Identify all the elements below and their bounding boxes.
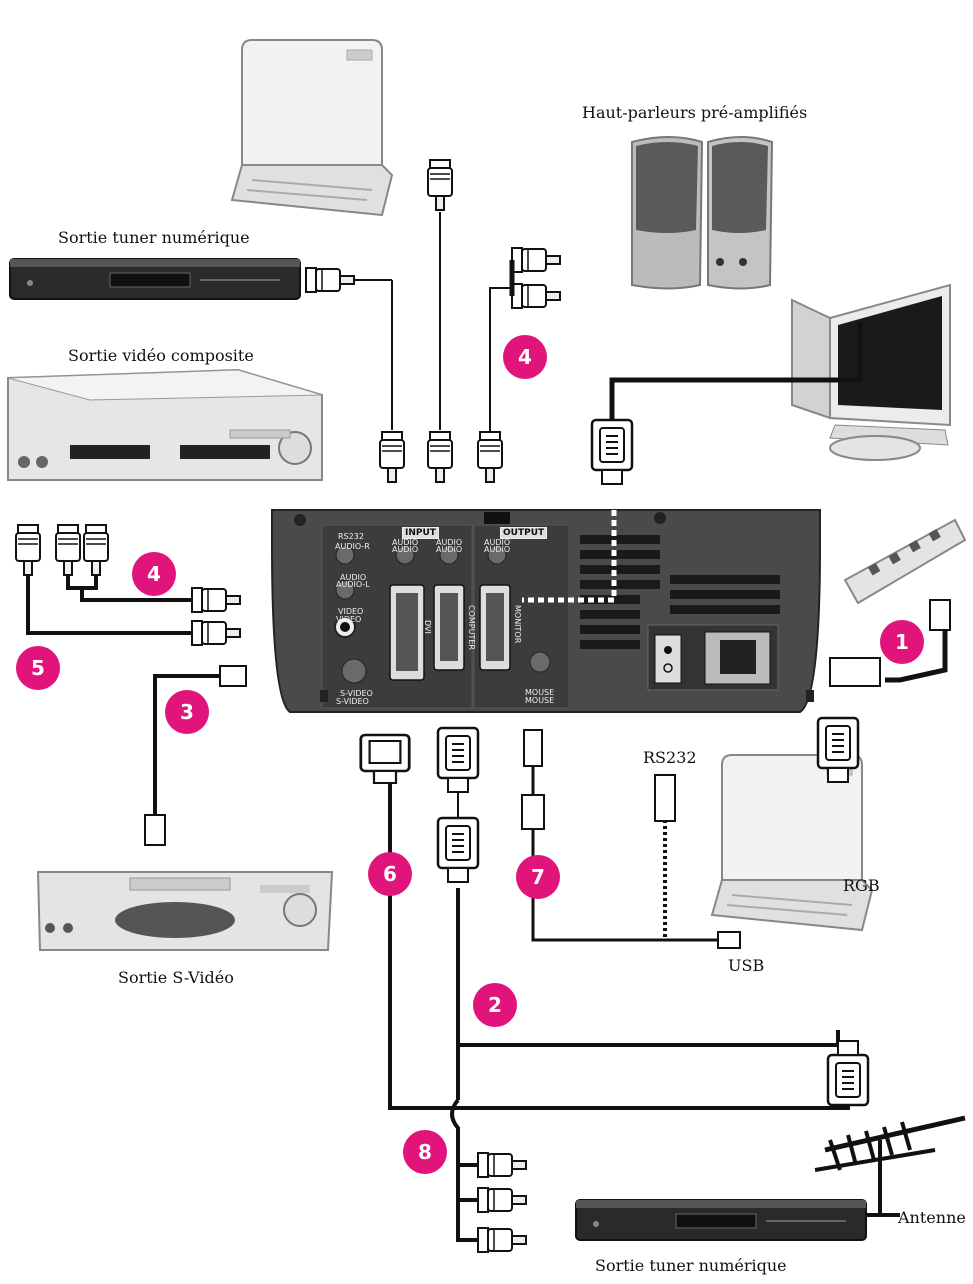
digital-tuner-top — [9, 258, 301, 300]
projector-rear-panel — [271, 509, 821, 713]
label-speakers: Haut-parleurs pré-amplifiés — [582, 103, 808, 122]
panel-mouse2: MOUSE — [525, 696, 555, 705]
panel-audio-in2b: AUDIO — [436, 545, 463, 554]
panel-audio-r: AUDIO-R — [335, 542, 370, 551]
label-rs232: RS232 — [643, 748, 697, 767]
monitor — [791, 283, 951, 461]
panel-audio-outb: AUDIO — [484, 545, 511, 554]
antenna — [814, 1115, 966, 1217]
panel-dvi: DVI — [423, 620, 432, 634]
badge-4-left: 4 — [132, 552, 176, 596]
panel-audio-out: AUDIO — [484, 538, 511, 547]
label-svideo: Sortie S-Vidéo — [118, 968, 234, 987]
badge-8: 8 — [403, 1130, 447, 1174]
cables — [26, 212, 948, 1242]
panel-output: OUTPUT — [500, 527, 548, 539]
badge-4-top: 4 — [503, 335, 547, 379]
label-usb: USB — [728, 956, 765, 975]
laptop-top — [231, 39, 393, 216]
panel-audio-l: AUDIO-L — [336, 580, 370, 589]
label-antenna: Antenne — [898, 1208, 966, 1227]
panel-svideo2: S-VIDEO — [336, 697, 369, 706]
panel-video2: VIDEO — [336, 615, 362, 624]
panel-rs232: RS232 — [338, 532, 364, 541]
badge-6: 6 — [368, 852, 412, 896]
badge-1: 1 — [880, 620, 924, 664]
composite-video-player — [7, 368, 323, 481]
panel-computer: COMPUTER — [467, 605, 476, 650]
panel-mouse: MOUSE — [525, 688, 555, 697]
connectors — [15, 159, 951, 1253]
label-rgb: RGB — [843, 876, 880, 895]
power-strip — [843, 518, 967, 605]
panel-input: INPUT — [402, 527, 439, 539]
badge-7: 7 — [516, 855, 560, 899]
panel-audio-in1b: AUDIO — [392, 545, 419, 554]
badge-2: 2 — [473, 983, 517, 1027]
panel-audio-l2: AUDIO — [340, 573, 367, 582]
panel-monitor: MONITOR — [513, 605, 522, 644]
badge-5: 5 — [16, 646, 60, 690]
label-composite: Sortie vidéo composite — [68, 346, 254, 365]
badge-3: 3 — [165, 690, 209, 734]
label-tuner-top: Sortie tuner numérique — [58, 228, 250, 247]
svideo-player — [36, 871, 334, 951]
panel-svideo: S-VIDEO — [340, 689, 373, 698]
digital-tuner-bottom — [575, 1199, 867, 1241]
panel-video: VIDEO — [338, 607, 364, 616]
label-tuner-bottom: Sortie tuner numérique — [595, 1256, 787, 1275]
speakers — [631, 136, 774, 290]
panel-audio-in2: AUDIO — [436, 538, 463, 547]
panel-audio-in1: AUDIO — [392, 538, 419, 547]
